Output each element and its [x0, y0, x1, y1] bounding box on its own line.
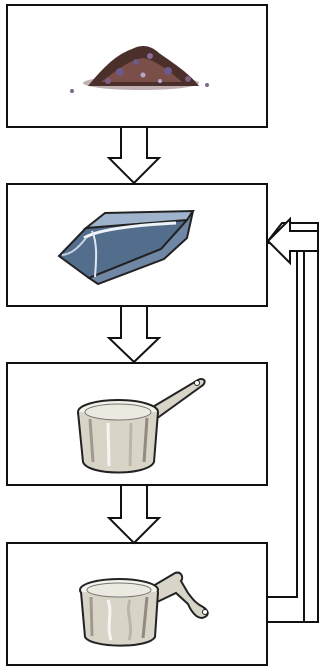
stage-box-ore: [7, 5, 267, 127]
stage-box-used-pan: [7, 543, 267, 665]
down-arrow-1: [109, 127, 159, 183]
down-arrow-3: [109, 485, 159, 543]
stage-box-ingot: [7, 184, 267, 306]
stage-box-new-pan: [7, 363, 267, 485]
recycle-loop-arrow: [267, 219, 318, 622]
down-arrow-2: [109, 306, 159, 362]
